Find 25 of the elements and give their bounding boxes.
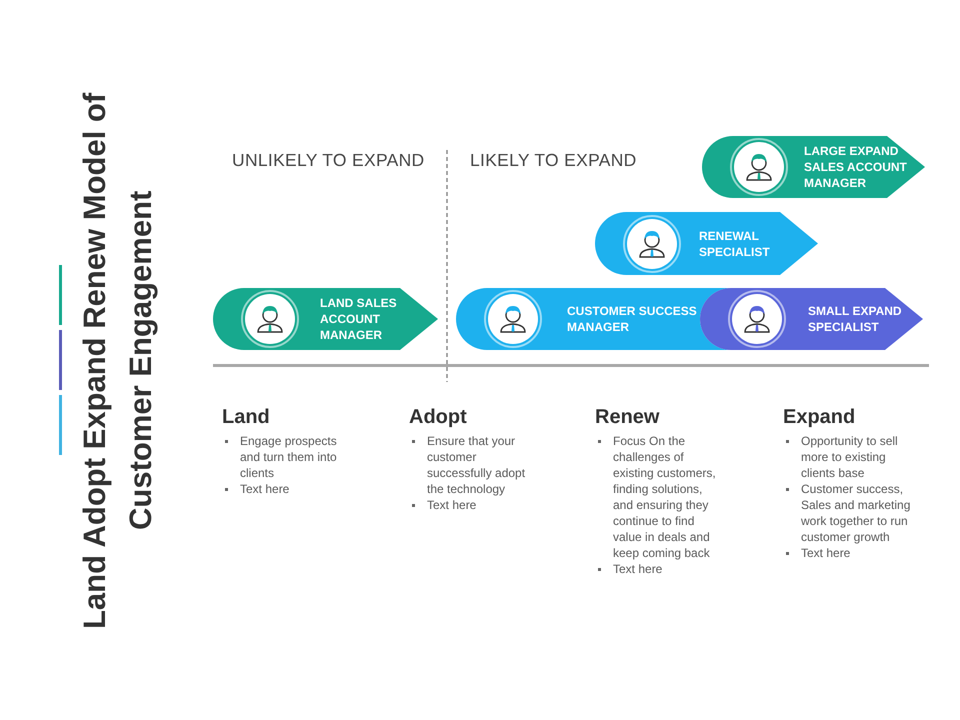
bullet-text: Text here [409,497,537,513]
title: Land Adopt Expand Renew Model of Customer Engagement [76,91,159,631]
role-label: SMALL EXPAND SPECIALIST [808,303,903,335]
bullet-text: Engage prospects and turn them into clients [222,433,350,481]
section-heading: LIKELY TO EXPAND [470,150,637,171]
role-label: RENEWAL SPECIALIST [699,228,771,260]
stage-heading: Land [222,405,270,429]
bullet-text: Focus On the challenges of existing customers, finding solutions, and ensuring they continue to find value in deals and keep coming back [595,433,723,561]
bullet-text: Text here [783,545,911,561]
bullet-text: Opportunity to sell more to existing clients base [783,433,911,481]
stage-heading: Expand [783,405,856,429]
role-label: LARGE EXPAND SALES ACCOUNT MANAGER [804,143,908,191]
bullet-text: Text here [595,561,723,577]
role-label: LAND SALES ACCOUNT MANAGER [320,295,398,343]
section-heading: UNLIKELY TO EXPAND [232,150,424,171]
arrow-banner [702,136,925,198]
arrow-banner [700,288,923,350]
stage-heading: Renew [595,405,660,429]
bullet-text: Customer success, Sales and marketing work together to run customer growth [783,481,911,545]
stage-heading: Adopt [409,405,467,429]
bullet-text: Text here [222,481,350,497]
arrow-banner [213,288,438,350]
role-label: CUSTOMER SUCCESS MANAGER [567,303,698,335]
arrow-banner [595,212,818,275]
bullet-text: Ensure that your customer successfully adopt the technology [409,433,537,497]
